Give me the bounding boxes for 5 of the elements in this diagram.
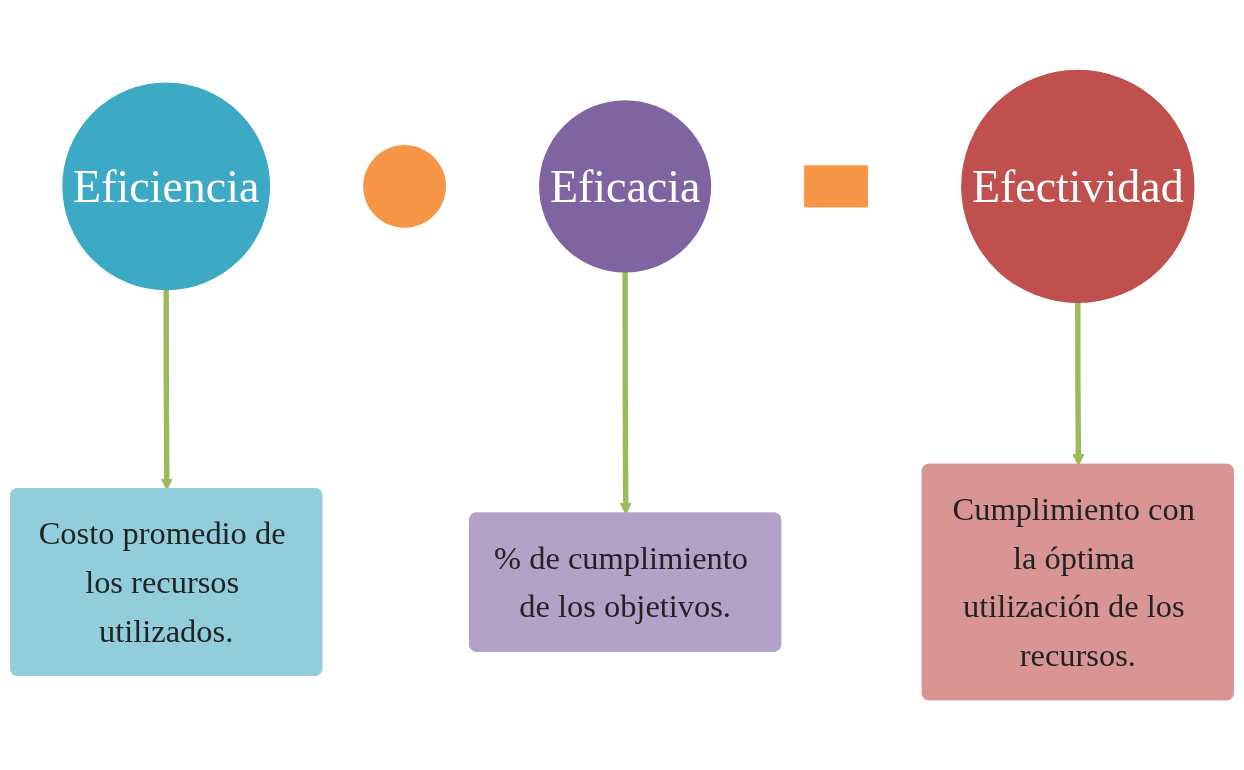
node-circle: Efectividad — [961, 69, 1195, 304]
node-circle: Eficiencia — [62, 82, 271, 291]
arrow — [619, 271, 632, 515]
arrow — [1072, 302, 1085, 466]
node-circle: Eficacia — [539, 100, 712, 273]
